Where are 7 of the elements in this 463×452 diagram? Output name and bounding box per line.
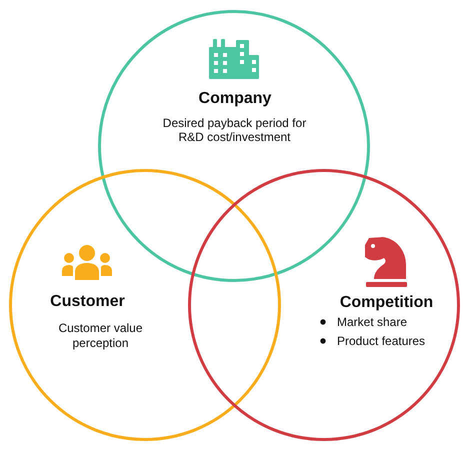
heading: Competition: [340, 293, 434, 312]
heading: Company: [198, 89, 272, 108]
description-text: Desired payback period for R&D cost/investment: [162, 116, 308, 144]
list-item-text: Product features: [337, 334, 426, 348]
description-text: Customer value perception: [57, 320, 144, 350]
list-item-text: Market share: [337, 315, 408, 329]
heading: Customer: [50, 292, 125, 311]
